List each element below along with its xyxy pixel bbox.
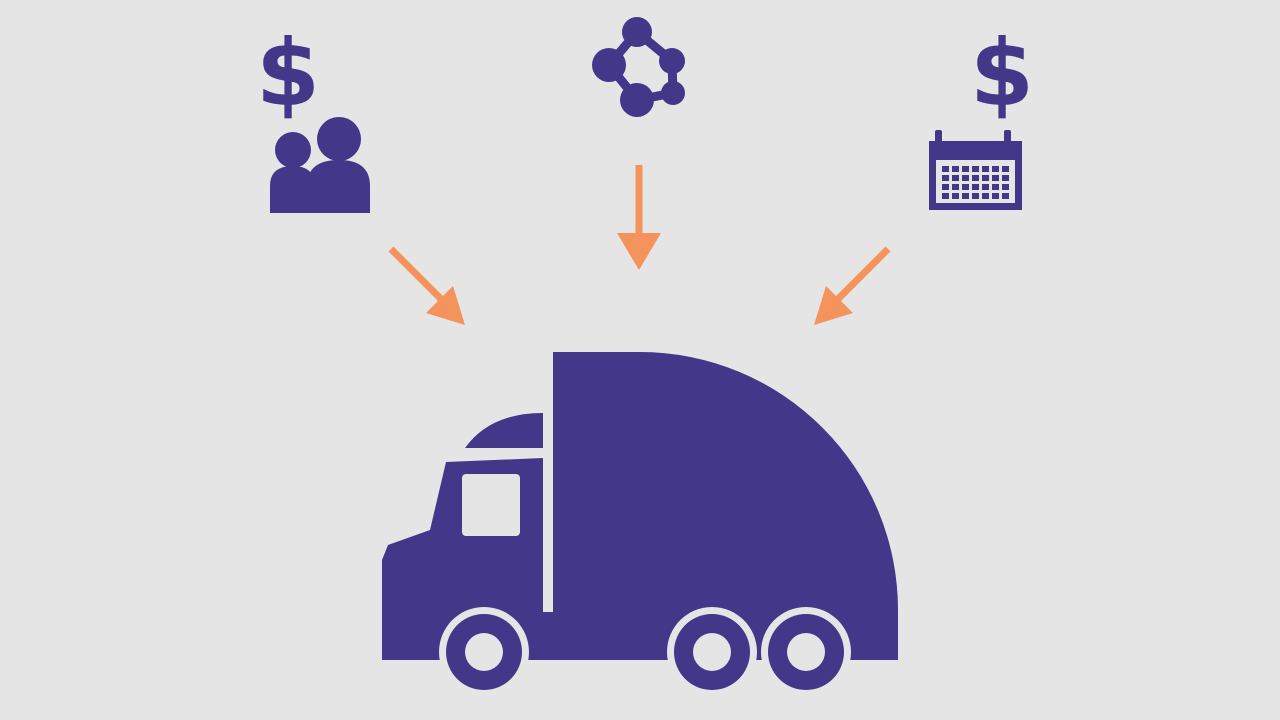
calendar-day-cell (972, 193, 979, 199)
calendar-day-cell (952, 166, 959, 172)
truck-icon (382, 352, 898, 697)
arrow-down-icon (617, 165, 661, 270)
network-nodes-icon (592, 17, 685, 117)
dollar-sign-left: $ (256, 20, 321, 127)
calendar-day-cell (962, 175, 969, 181)
calendar-day-cell (962, 184, 969, 190)
calendar-day-cell (982, 184, 989, 190)
calendar-day-cell (982, 193, 989, 199)
arrow-diagonal-down-right-icon (388, 246, 465, 325)
calendar-day-cell (962, 166, 969, 172)
calendar-day-cell (1002, 184, 1009, 190)
calendar-day-cell (982, 175, 989, 181)
calendar-day-cell (992, 184, 999, 190)
calendar-day-cell (952, 175, 959, 181)
arrow-diagonal-down-left-icon (814, 246, 891, 325)
calendar-day-cell (972, 166, 979, 172)
calendar-day-cell (952, 184, 959, 190)
calendar-day-cell (1002, 175, 1009, 181)
calendar-day-cell (942, 175, 949, 181)
calendar-day-cell (942, 193, 949, 199)
calendar-day-cell (942, 166, 949, 172)
calendar-day-cell (1002, 193, 1009, 199)
calendar-day-cell (992, 193, 999, 199)
calendar-icon (929, 130, 1022, 210)
calendar-day-cell (952, 193, 959, 199)
calendar-day-cell (972, 184, 979, 190)
calendar-day-cell (992, 166, 999, 172)
calendar-day-cell (992, 175, 999, 181)
calendar-day-cell (972, 175, 979, 181)
dollar-sign-right: $ (970, 20, 1035, 127)
calendar-day-cell (942, 184, 949, 190)
calendar-day-cell (962, 193, 969, 199)
calendar-day-cell (1002, 166, 1009, 172)
people-icon (270, 117, 370, 213)
calendar-day-cell (982, 166, 989, 172)
